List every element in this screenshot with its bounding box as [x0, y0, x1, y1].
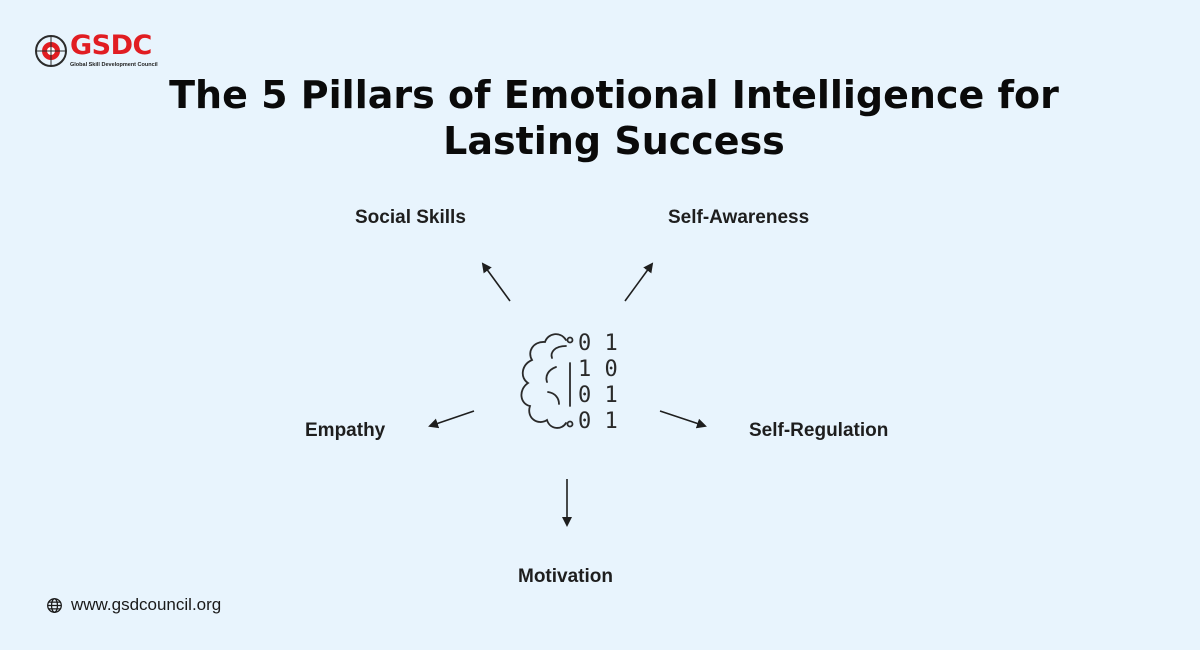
arrow-to-social-skills — [481, 262, 511, 302]
pillar-self-awareness: Self-Awareness — [668, 207, 810, 228]
website-url[interactable]: www.gsdcouncil.org — [71, 595, 222, 614]
binary-row-3: 0 1 — [578, 383, 618, 408]
gsdc-logo: GSDC Global Skill Development Council — [34, 30, 164, 70]
pillar-self-regulation: Self-Regulation — [749, 420, 889, 441]
binary-row-1: 0 1 — [578, 331, 618, 356]
arrow-to-self-regulation — [659, 410, 707, 429]
title-line-1: The 5 Pillars of Emotional Intelligence … — [169, 73, 1059, 117]
binary-row-4: 0 1 — [578, 409, 618, 434]
title-line-2: Lasting Success — [443, 119, 785, 163]
binary-row-2: 1 0 — [578, 357, 618, 382]
gsdc-emblem-icon — [35, 35, 67, 67]
pillar-empathy: Empathy — [305, 420, 386, 441]
logo-name: GSDC — [70, 30, 152, 61]
page-title: The 5 Pillars of Emotional Intelligence … — [100, 72, 1128, 164]
pillar-motivation: Motivation — [518, 566, 613, 587]
pillar-social-skills: Social Skills — [355, 207, 466, 228]
arrow-to-self-awareness — [624, 262, 654, 302]
logo-tagline: Global Skill Development Council — [70, 62, 158, 68]
globe-icon — [47, 597, 62, 613]
arrow-to-empathy — [428, 410, 475, 429]
brain-binary-icon — [520, 333, 574, 429]
footer-website[interactable]: www.gsdcouncil.org — [46, 595, 221, 615]
